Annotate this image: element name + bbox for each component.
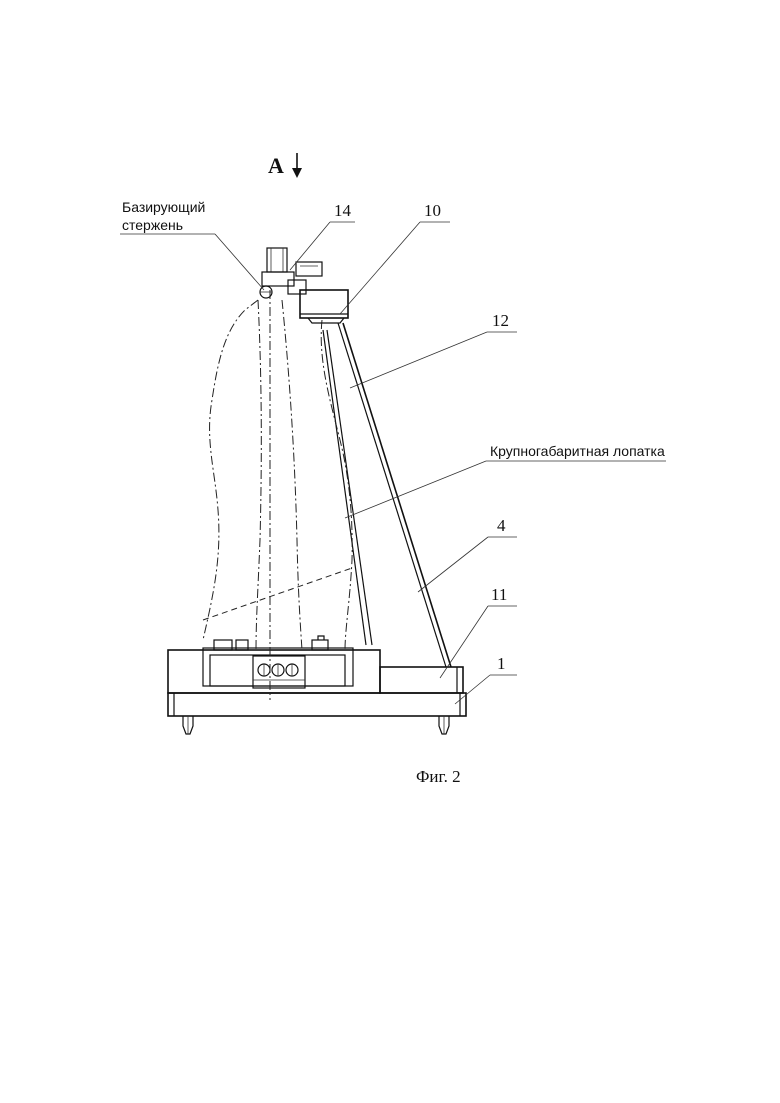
top-clamp — [260, 248, 348, 323]
basing-rod-label-line1: Базирующий — [122, 199, 205, 215]
stay-rod — [323, 323, 451, 667]
ref-label-11: 11 — [491, 585, 507, 604]
leader-lines — [120, 222, 666, 704]
ref-label-1: 1 — [497, 654, 506, 673]
ref-label-4: 4 — [497, 516, 506, 535]
ref-label-14: 14 — [334, 201, 352, 220]
ref-label-10: 10 — [424, 201, 441, 220]
base-feet — [183, 716, 449, 734]
figure-caption: Фиг. 2 — [416, 767, 461, 786]
support-block-11 — [380, 667, 463, 693]
base-plate — [168, 693, 466, 716]
fixture-body — [168, 636, 380, 693]
view-arrow — [292, 153, 302, 178]
basing-rod-label-line2: стержень — [122, 217, 183, 233]
large-blade-label: Крупногабаритная лопатка — [490, 443, 665, 459]
ref-label-12: 12 — [492, 311, 509, 330]
view-marker-label: A — [268, 153, 284, 178]
